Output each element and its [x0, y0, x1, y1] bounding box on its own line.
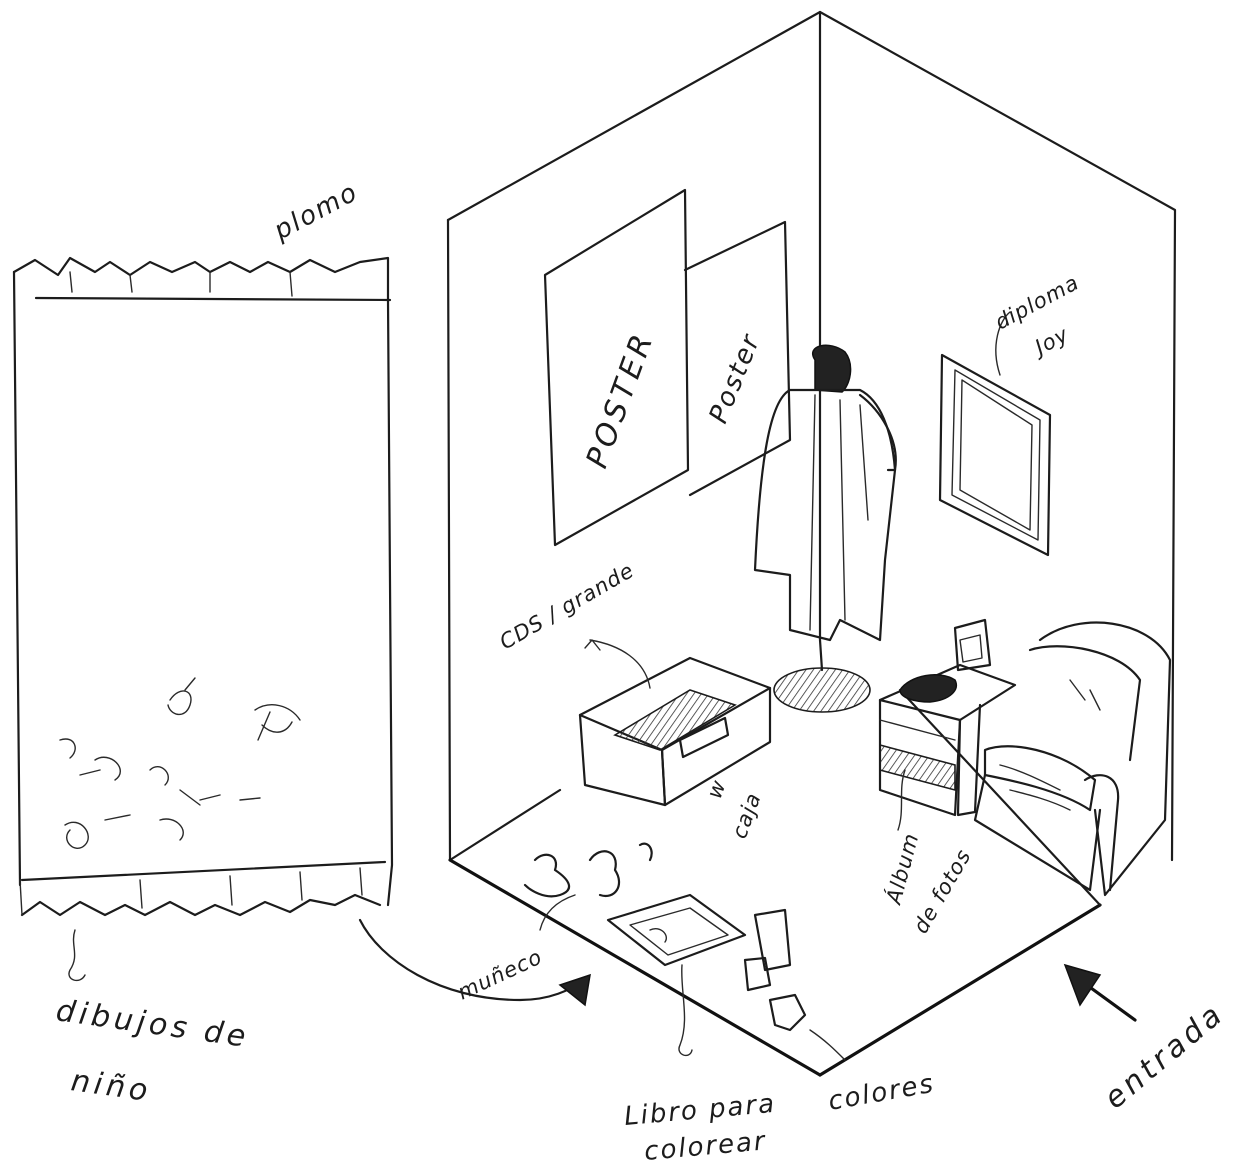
armchair	[973, 621, 1172, 897]
album-label-line1: Álbum	[880, 830, 923, 908]
plomo-label: plomo	[268, 177, 363, 247]
caja-label-line2: caja	[727, 789, 766, 841]
cds-label: CDS / grande	[496, 558, 639, 654]
poster-left: POSTER	[543, 188, 690, 547]
dibujos-label-line2: niño	[69, 1063, 154, 1109]
diploma-label-line1: diploma	[991, 270, 1083, 334]
colores-label: colores	[826, 1069, 937, 1117]
room-box	[446, 10, 1177, 1077]
poster-right-label: Poster	[704, 329, 767, 428]
album-label-line2: de fotos	[909, 845, 976, 938]
poster-left-label: POSTER	[580, 327, 662, 473]
caja-label-line1: w	[702, 776, 731, 801]
crayons	[743, 908, 846, 1061]
curved-arrow-icon	[358, 918, 591, 1007]
drawings-wall	[12, 256, 394, 982]
poster-right: Poster	[683, 220, 792, 497]
diploma-frame: diploma Joy	[938, 270, 1083, 557]
coat-rack	[753, 344, 897, 713]
scribble-drawings-icon	[59, 677, 301, 849]
dibujos-label-line1: dibujos de	[54, 993, 252, 1055]
libro-label-line2: colorear	[643, 1126, 768, 1165]
coloring-book	[606, 893, 747, 1057]
entrada-label: entrada	[1098, 996, 1232, 1116]
entrance-arrow-icon	[1063, 963, 1137, 1022]
muneco-label: muñeco	[454, 945, 546, 1005]
toy-doll	[523, 842, 653, 931]
nightstand	[878, 618, 1017, 817]
cd-box: CDS / grande	[496, 558, 772, 807]
diploma-label-line2: Joy	[1028, 322, 1073, 361]
libro-label-line1: Libro para	[623, 1089, 777, 1132]
